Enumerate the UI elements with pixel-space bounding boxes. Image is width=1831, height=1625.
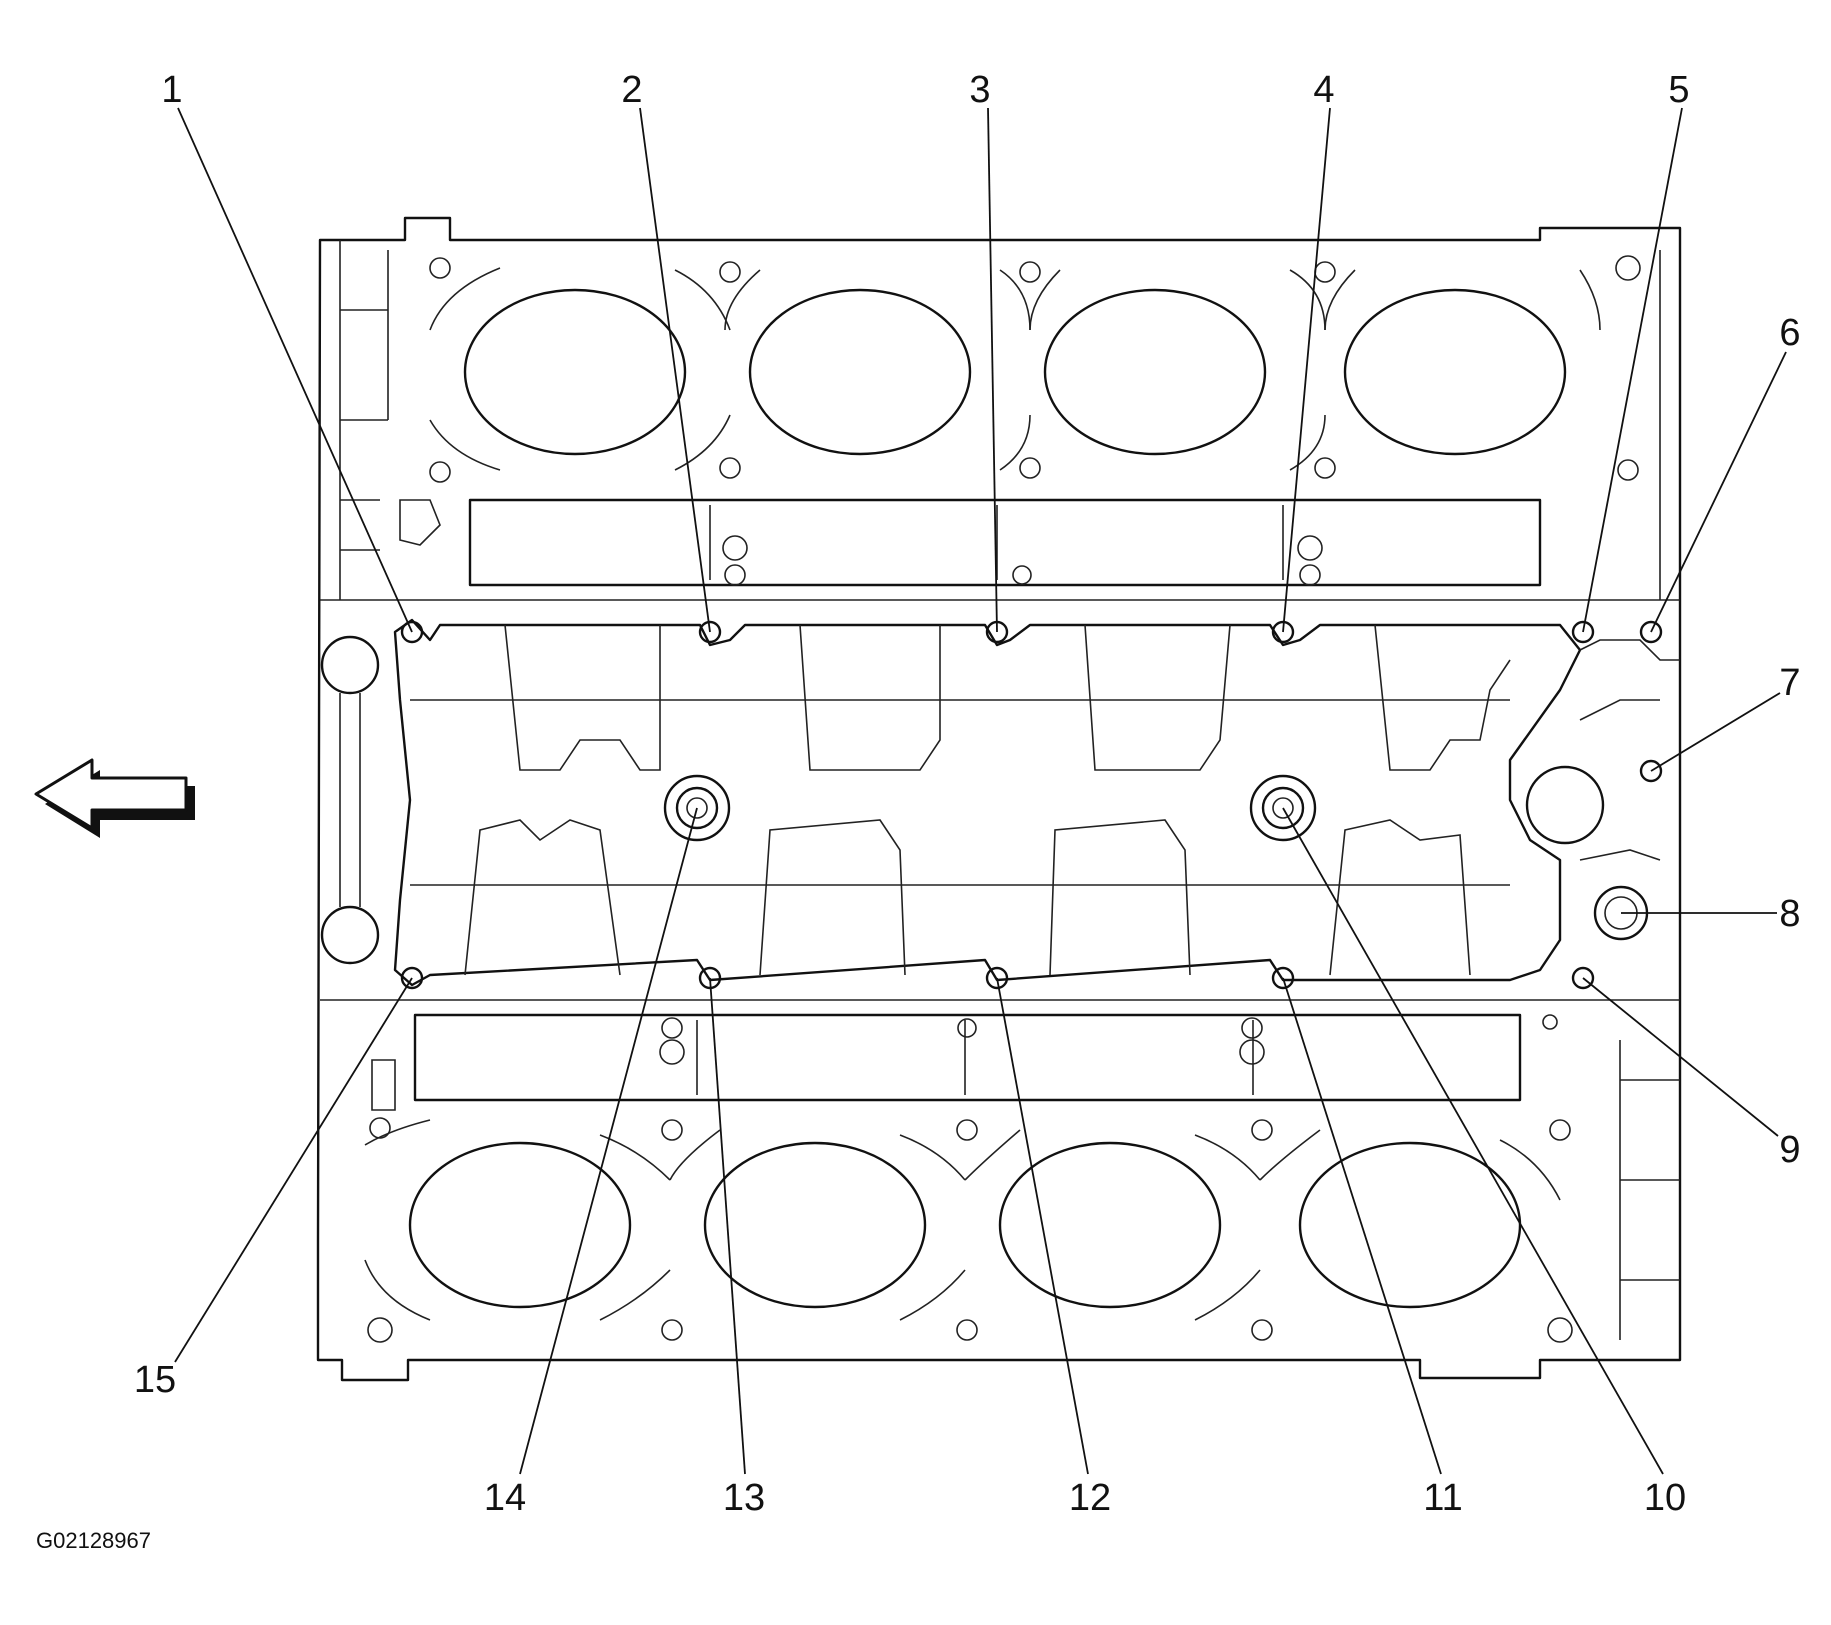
callout-2: 2 (621, 69, 642, 111)
leader-line-10 (1282, 807, 1664, 1475)
bolt-hole-1 (400, 620, 424, 644)
callout-11: 11 (1423, 1477, 1462, 1519)
leader-line-4 (1282, 107, 1331, 633)
leader-line-15 (174, 977, 413, 1363)
callout-12: 12 (1069, 1477, 1111, 1519)
callout-3: 3 (969, 69, 990, 111)
arrow-left-icon (34, 758, 195, 838)
bolt-hole-9 (1571, 966, 1595, 990)
leader-line-13 (709, 977, 746, 1475)
figure-id: G02128967 (36, 1528, 151, 1553)
bolt-hole-10 (1249, 774, 1317, 842)
bolt-hole-11 (1271, 966, 1295, 990)
callout-14: 14 (484, 1477, 526, 1519)
main-bearing-area (320, 618, 1680, 987)
leader-line-3 (987, 107, 998, 633)
leader-line-11 (1282, 977, 1442, 1475)
leader-line-7 (1650, 692, 1781, 772)
leader-line-12 (996, 977, 1089, 1475)
upper-cylinder-bank (399, 255, 1641, 587)
lower-cylinder-bank (364, 1013, 1573, 1343)
callout-15: 15 (134, 1359, 176, 1401)
bolt-hole-15 (400, 966, 424, 990)
bolt-hole-7 (1639, 759, 1663, 783)
bolt-hole-5 (1571, 620, 1595, 644)
bolt-holes (400, 620, 1663, 990)
callout-8: 8 (1779, 893, 1800, 935)
leader-line-2 (639, 107, 711, 633)
bolt-hole-2 (698, 620, 722, 644)
callout-6: 6 (1779, 312, 1800, 354)
callout-7: 7 (1779, 662, 1800, 704)
leader-line-14 (519, 807, 698, 1475)
leader-line-5 (1582, 107, 1683, 633)
block-outline (316, 216, 1682, 1382)
callout-4: 4 (1313, 69, 1334, 111)
callout-5: 5 (1668, 69, 1689, 111)
bolt-hole-12 (985, 966, 1009, 990)
leader-line-1 (177, 107, 413, 633)
callout-9: 9 (1779, 1129, 1800, 1171)
bolt-hole-14 (663, 774, 731, 842)
callout-10: 10 (1644, 1477, 1686, 1519)
leader-line-6 (1650, 351, 1787, 633)
callout-1: 1 (161, 69, 182, 111)
callout-13: 13 (723, 1477, 765, 1519)
bolt-hole-6 (1639, 620, 1663, 644)
leader-line-9 (1582, 977, 1779, 1137)
